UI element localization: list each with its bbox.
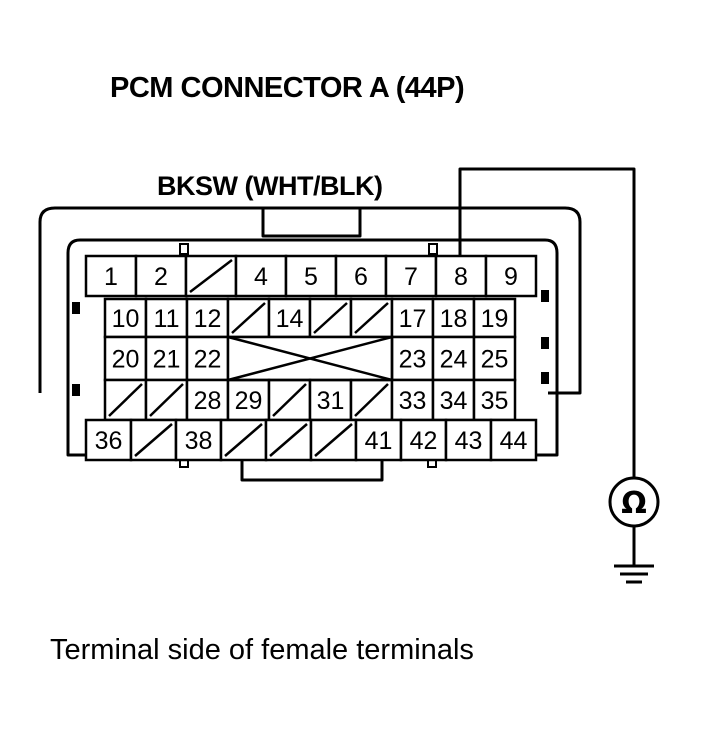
unused-slash xyxy=(108,383,143,417)
unused-slash xyxy=(313,302,348,334)
terminal-number: 36 xyxy=(95,427,123,455)
terminal-number: 21 xyxy=(153,346,181,374)
ohm-icon: Ω xyxy=(621,486,647,521)
terminal-number: 18 xyxy=(440,305,468,333)
top-notch-left xyxy=(179,243,189,255)
terminal-number: 5 xyxy=(304,263,318,291)
terminal-number: 10 xyxy=(112,305,140,333)
bottom-tab xyxy=(240,455,384,482)
blank-cavity xyxy=(351,337,392,380)
connector-body xyxy=(66,238,559,457)
terminal-number: 7 xyxy=(404,263,418,291)
terminal-number: 23 xyxy=(399,346,427,374)
terminal-number: 43 xyxy=(455,427,483,455)
terminal-number: 44 xyxy=(500,427,528,455)
terminal-cell xyxy=(84,254,138,298)
blank-block xyxy=(226,335,394,382)
terminal-number: 31 xyxy=(317,387,345,415)
unused-slash xyxy=(354,302,389,334)
side-lock-right-2 xyxy=(541,337,549,349)
terminal-number: 28 xyxy=(194,387,222,415)
terminal-number: 4 xyxy=(254,263,268,291)
side-lock-left-1 xyxy=(72,302,80,314)
top-notch-right xyxy=(428,243,438,255)
ohmmeter-circle xyxy=(608,476,660,528)
terminal-cell xyxy=(489,418,538,462)
terminal-number: 8 xyxy=(454,263,468,291)
terminal-number: 29 xyxy=(235,387,263,415)
terminal-cell xyxy=(431,335,476,382)
blank-cavity xyxy=(228,337,269,380)
terminal-number: 1 xyxy=(104,263,118,291)
terminal-number: 35 xyxy=(481,387,509,415)
terminal-cell xyxy=(434,254,488,298)
terminal-number: 24 xyxy=(440,346,468,374)
terminal-number: 2 xyxy=(154,263,168,291)
terminal-cell xyxy=(134,254,188,298)
terminal-number: 25 xyxy=(481,346,509,374)
side-lock-left-2 xyxy=(72,384,80,396)
diagram-title: PCM CONNECTOR A (44P) xyxy=(110,72,465,104)
terminal-number: 42 xyxy=(410,427,438,455)
caption: Terminal side of female terminals xyxy=(50,634,474,666)
terminal-cell xyxy=(174,418,223,462)
terminal-cell xyxy=(484,254,538,298)
unused-slash xyxy=(354,383,389,417)
connector-shell xyxy=(38,206,582,395)
unused-slash xyxy=(224,423,263,457)
terminal-number: 14 xyxy=(276,305,304,333)
latch-tab xyxy=(261,208,362,238)
unused-slash xyxy=(149,383,184,417)
blank-cavity xyxy=(269,337,310,380)
ground-icon xyxy=(614,564,654,584)
terminal-cell xyxy=(84,418,133,462)
unused-slash xyxy=(231,302,266,334)
unused-slash xyxy=(269,423,308,457)
blank-cross xyxy=(227,335,393,382)
side-lock-right-3 xyxy=(541,372,549,384)
wire-label: BKSW (WHT/BLK) xyxy=(157,171,383,201)
terminal-number: 11 xyxy=(154,305,180,333)
terminal-number: 20 xyxy=(112,346,140,374)
terminal-number: 17 xyxy=(399,305,427,333)
terminal-cell xyxy=(431,378,476,422)
terminal-number: 38 xyxy=(185,427,213,455)
terminal-cell xyxy=(334,254,388,298)
blank-cavity xyxy=(310,337,351,380)
terminal-number: 19 xyxy=(481,305,509,333)
terminal-cell xyxy=(354,418,403,462)
terminal-number: 6 xyxy=(354,263,368,291)
terminal-number: 34 xyxy=(440,387,468,415)
probe-wire xyxy=(458,167,636,479)
terminal-cell xyxy=(384,254,438,298)
unused-slash xyxy=(314,423,353,457)
terminal-number: 12 xyxy=(194,305,222,333)
terminal-number: 33 xyxy=(399,387,427,415)
terminal-number: 22 xyxy=(194,346,222,374)
unused-slash xyxy=(272,383,307,417)
terminal-number: 41 xyxy=(365,427,393,455)
unused-slash xyxy=(134,423,173,457)
unused-slash xyxy=(189,259,233,293)
terminal-number: 9 xyxy=(504,263,518,291)
side-lock-right-1 xyxy=(541,290,549,302)
terminal-cell xyxy=(399,418,448,462)
